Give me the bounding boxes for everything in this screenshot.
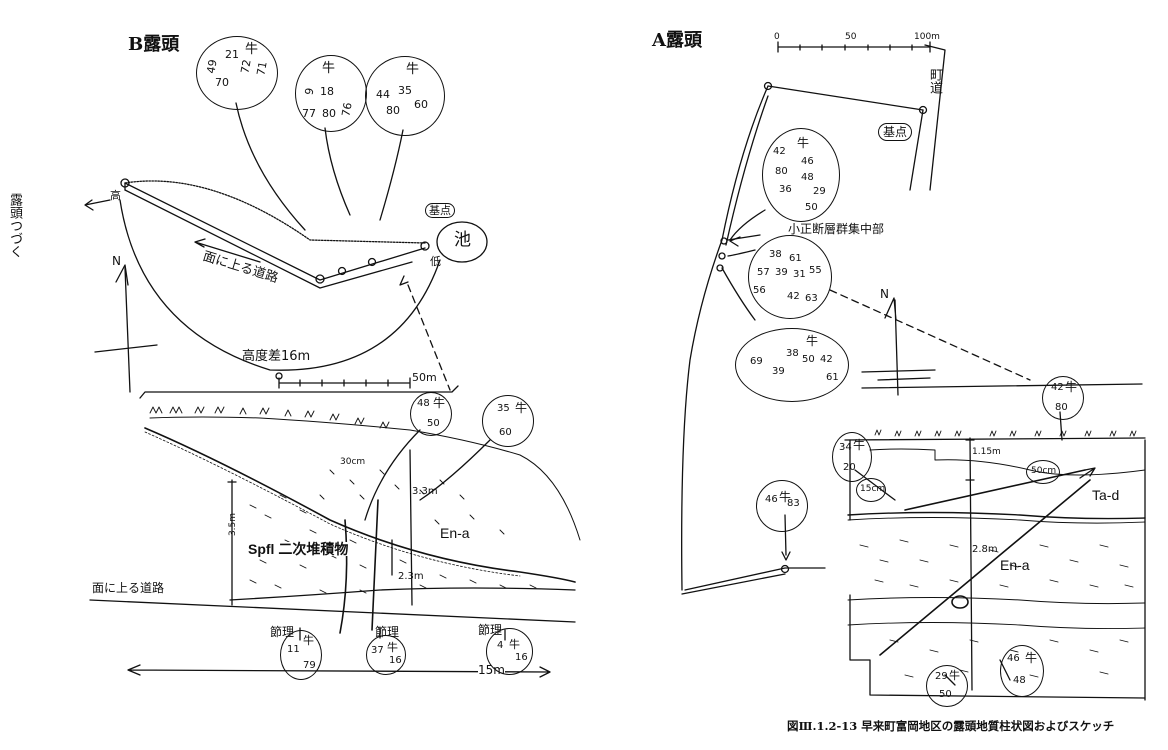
thickness-23m: 2.3m: [398, 571, 424, 582]
a-unit-ta-d: Ta-d: [1092, 487, 1120, 503]
b-section: [89, 406, 581, 678]
b-outcrop-road: [120, 178, 430, 289]
road-arrow: [194, 238, 261, 263]
a-north-label: N: [880, 287, 889, 301]
b-joint-circle-1: 牛 11 79: [280, 630, 322, 680]
a-strike-circle-3: 牛 69 38 50 42 39 61: [735, 328, 849, 402]
a-scale-0: 0: [774, 32, 780, 42]
section-bracket: [139, 385, 459, 399]
b-strike-circle-3: 牛 44 35 80 60: [365, 56, 445, 136]
b-section-circle-1: 48 牛 50: [410, 392, 452, 436]
a-strike-circle-4: 46 牛 83: [756, 480, 808, 532]
unit-spfl: Spfl 二次堆積物: [248, 541, 349, 557]
a-scale-50: 50: [845, 32, 857, 42]
a-section-circle-1: 42 牛 80: [1042, 376, 1084, 420]
a-strike-circle-1: 牛 42 46 80 48 36 29 50: [762, 128, 840, 222]
b-outcrop-title: B露頭: [128, 34, 180, 55]
a-scale-100m: 100m: [914, 32, 940, 42]
b-north-arrow: [115, 264, 131, 393]
high-label: 高: [110, 189, 121, 202]
a-tag-50cm: 50cm: [1026, 460, 1060, 484]
b-datum-label: 基点: [425, 203, 455, 218]
a-section-circle-2: 34 牛 20: [832, 432, 872, 482]
b-section-road-label: 面に上る道路: [92, 581, 165, 595]
thickness-35m: 3.5m: [228, 512, 239, 537]
b-joint-circle-3: 4 牛 16: [486, 628, 533, 675]
b-joint-circle-2: 37 牛 16: [366, 635, 406, 675]
a-outcrop-title: A露頭: [652, 30, 702, 51]
thickness-115m: 1.15m: [972, 447, 1001, 457]
a-tag-15cm: 15cm: [856, 478, 886, 502]
outcrop-continue-arrow: [84, 199, 111, 211]
a-scale-bar: [777, 41, 931, 53]
outcrop-continue-note: 露頭つづく: [7, 193, 22, 258]
pond-label: 池: [454, 230, 471, 250]
b-north-label: N: [112, 254, 121, 268]
thickness-28m: 2.8m: [972, 544, 998, 555]
b-scale-label: 50m: [412, 371, 437, 384]
thickness-30cm: 30cm: [340, 457, 366, 467]
a-section-circle-3: 29 牛 50: [926, 665, 968, 707]
thickness-33m: 3.3m: [412, 486, 438, 497]
a-map: [681, 41, 1031, 595]
figure-caption: 図Ⅲ.1.2-13 早来町富岡地区の露頭地質柱状図およびスケッチ: [787, 719, 1115, 733]
height-diff-label: 高度差16m: [242, 349, 311, 364]
town-road-label: 町道: [927, 68, 942, 94]
b-slope-curve: [119, 199, 441, 371]
a-datum-label: 基点: [878, 123, 913, 141]
a-unit-en-a: En-a: [1000, 557, 1030, 573]
b-strike-circle-1: 49 21 牛 70 72 71: [196, 36, 278, 110]
fault-cluster-label: 小正断層群集中部: [788, 222, 885, 236]
b-scale-bar: [278, 377, 411, 389]
b-strike-circle-2: 牛 9 18 77 80 76: [295, 55, 367, 132]
b-unit-en-a: En-a: [440, 525, 470, 541]
a-section: [844, 383, 1146, 701]
b-section-circle-2: 35 牛 60: [482, 395, 534, 447]
a-strike-circle-2: 38 61 57 39 31 55 56 42 63: [748, 235, 832, 319]
a-section-circle-4: 46 牛 48: [1000, 645, 1044, 697]
low-label: 低: [430, 255, 441, 268]
pond-circle: [436, 221, 488, 263]
a-north-arrow: [884, 297, 899, 396]
